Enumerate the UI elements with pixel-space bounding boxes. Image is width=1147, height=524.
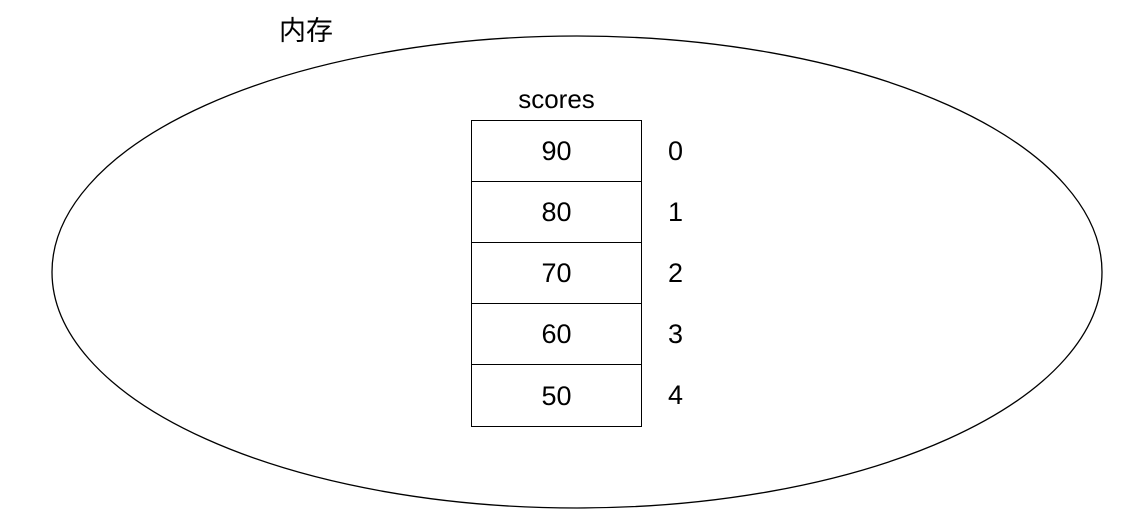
array-index-slot: 0 (656, 120, 704, 181)
array-cell-value: 70 (541, 258, 572, 288)
array-cell: 70 (472, 243, 641, 304)
array-index-value: 1 (668, 196, 684, 227)
array-index-slot: 3 (656, 303, 704, 364)
array-index-slot: 1 (656, 181, 704, 242)
array-name-label: scores (518, 84, 595, 114)
array-index-value: 3 (668, 318, 684, 349)
array-cell: 60 (472, 304, 641, 365)
array-index-value: 2 (668, 257, 684, 288)
array-cell-value: 60 (541, 319, 572, 349)
array-cell-value: 90 (541, 136, 572, 166)
array-cell: 80 (472, 182, 641, 243)
array-index-column: 0 1 2 3 4 (656, 120, 704, 425)
array-index-value: 0 (668, 135, 684, 166)
array-index-value: 4 (668, 379, 684, 410)
memory-region-label: 内存 (279, 16, 333, 46)
array-index-slot: 4 (656, 364, 704, 425)
array-cell: 90 (472, 121, 641, 182)
array-index-slot: 2 (656, 242, 704, 303)
array-cell: 50 (472, 365, 641, 426)
array-cell-value: 50 (541, 380, 572, 411)
array-cell-value: 80 (541, 197, 572, 227)
array-table: 90 80 70 60 50 (471, 120, 642, 427)
